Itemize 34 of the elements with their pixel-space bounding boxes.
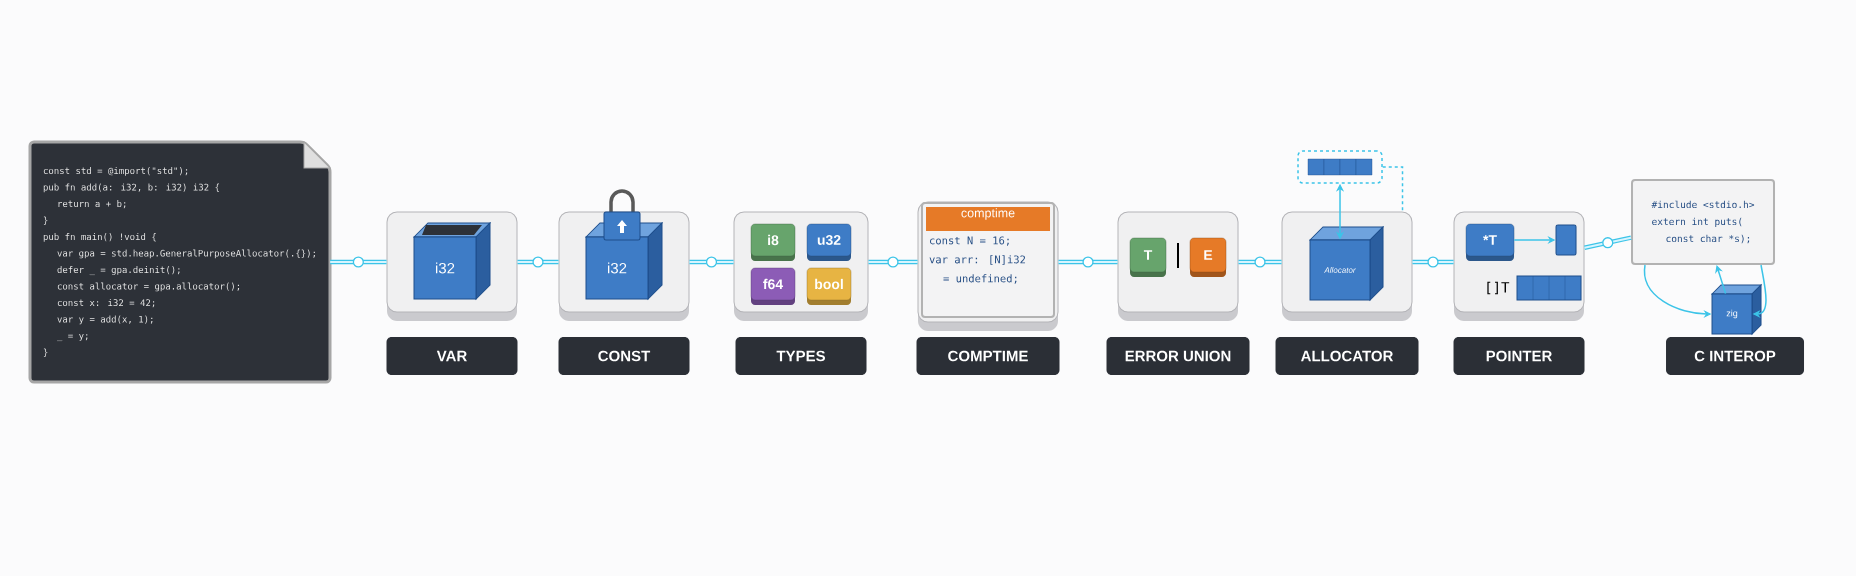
type-key: i8 bbox=[750, 223, 796, 261]
slice-label: []T bbox=[1487, 281, 1510, 295]
cube: zig bbox=[1711, 284, 1762, 335]
code-box: #include <stdio.h> extern int puts( const char *s); bbox=[1631, 179, 1775, 265]
cube: i32 bbox=[413, 222, 491, 300]
arrow bbox=[1715, 265, 1727, 295]
stage-label: POINTER bbox=[1453, 337, 1585, 375]
connector bbox=[1057, 256, 1119, 268]
type-key: f64 bbox=[750, 267, 796, 305]
stage-label: CONST bbox=[558, 337, 690, 375]
cube: Allocator bbox=[1309, 226, 1384, 301]
connector bbox=[329, 256, 388, 268]
connector bbox=[867, 256, 919, 268]
memory-block bbox=[1297, 150, 1383, 184]
code-panel: const std = @import("std"); pub fn add(a: i32, b: i32) i32 { return a + b; } pub fn main() !void { var gpa = std.heap.GeneralPurposeAllocator(.{}); defer _ = gpa.deinit(); const allocator = gpa.allocator(); const x: i32 = 42; var y = add(x, 1); _ = y; } bbox=[28, 140, 332, 384]
connector bbox=[1411, 256, 1455, 268]
stage-label: VAR bbox=[386, 337, 518, 375]
type-key: *T bbox=[1465, 223, 1515, 261]
stage-label: TYPES bbox=[735, 337, 867, 375]
stage-label: ALLOCATOR bbox=[1275, 337, 1419, 375]
connector bbox=[516, 256, 560, 268]
type-key: T bbox=[1129, 237, 1167, 277]
connector bbox=[1237, 256, 1283, 268]
type-key: E bbox=[1189, 237, 1227, 277]
type-key: bool bbox=[806, 267, 852, 305]
memory-cell bbox=[1555, 224, 1577, 256]
connector bbox=[1583, 235, 1632, 250]
stage-label: ERROR UNION bbox=[1106, 337, 1250, 375]
type-key: u32 bbox=[806, 223, 852, 261]
stage-label: COMPTIME bbox=[916, 337, 1060, 375]
code-card: comptime const N = 16; var arr: [N]i32 = undefined; bbox=[921, 202, 1055, 318]
stage-label: C INTEROP bbox=[1666, 337, 1804, 375]
slice-cells bbox=[1516, 275, 1582, 301]
connector bbox=[688, 256, 735, 268]
